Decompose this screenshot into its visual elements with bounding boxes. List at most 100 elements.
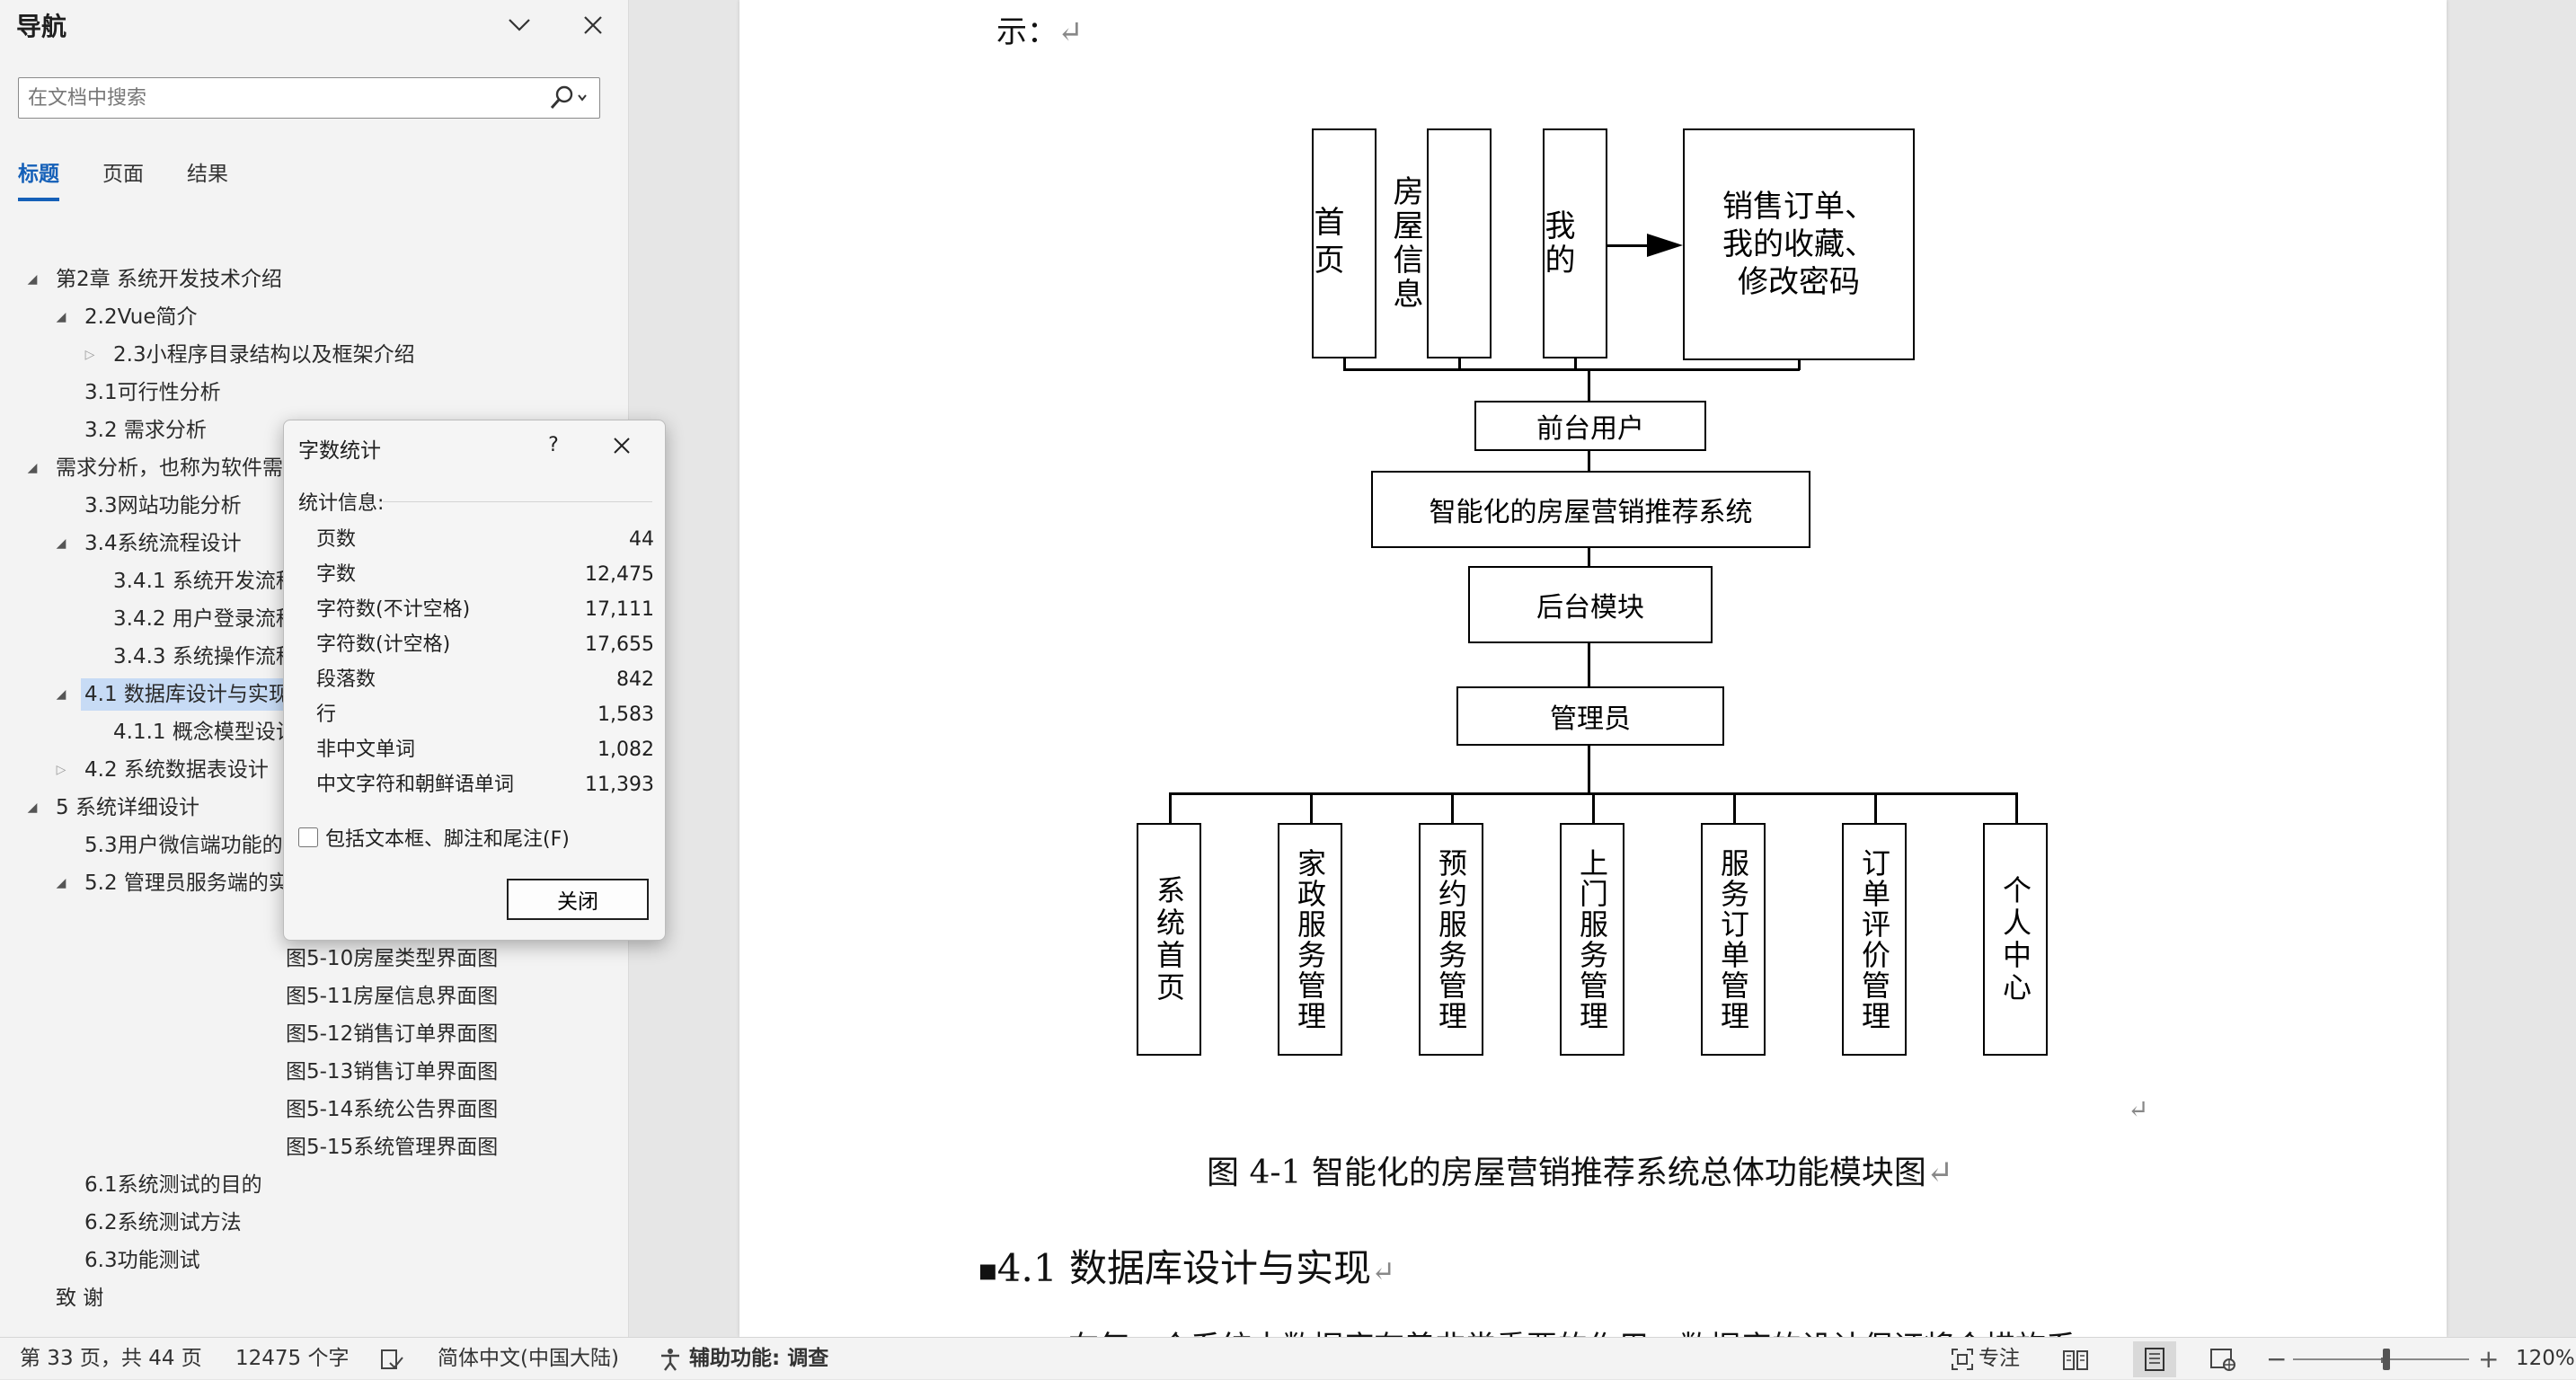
print-layout-icon[interactable] — [2133, 1341, 2176, 1377]
front-user-box: 前台用户 — [1474, 401, 1706, 451]
stat-value: 44 — [629, 528, 654, 551]
expand-icon[interactable]: ▷ — [84, 348, 95, 362]
stat-value: 17,655 — [585, 633, 654, 656]
collapse-icon[interactable]: ◢ — [56, 876, 66, 890]
box-label: 订单评价管理 — [1857, 847, 1891, 1031]
close-icon[interactable] — [604, 428, 640, 464]
tree-item[interactable]: 3.4.2 用户登录流程 — [113, 607, 297, 631]
focus-icon[interactable] — [1948, 1345, 1977, 1374]
search-input[interactable] — [28, 84, 531, 112]
section-heading: ■4.1 数据库设计与实现↵ — [978, 1238, 1395, 1293]
search-icon — [550, 85, 587, 109]
paragraph-mark: ↵ — [1925, 1154, 1954, 1191]
module-box-personal-center: 个人中心 — [1983, 823, 2048, 1056]
connector — [2015, 792, 2018, 824]
arrow-head-icon — [1647, 234, 1683, 257]
collapse-icon[interactable]: ◢ — [27, 272, 38, 287]
stat-label: 字符数(计空格) — [316, 633, 451, 656]
expand-icon[interactable]: ▷ — [56, 763, 66, 777]
collapse-icon[interactable]: ◢ — [56, 310, 66, 324]
connector — [1310, 792, 1313, 824]
tree-item[interactable]: 第2章 系统开发技术介绍 — [56, 268, 282, 291]
tree-item[interactable]: 3.4.3 系统操作流程 — [113, 645, 297, 668]
close-icon[interactable] — [575, 7, 611, 43]
tree-item[interactable]: 图5-11房屋信息界面图 — [286, 985, 499, 1008]
word-count-status[interactable]: 12475 个字 — [235, 1347, 350, 1370]
paragraph-mark: ↵ — [1058, 14, 1084, 50]
module-box-door-service: 上门服务管理 — [1560, 823, 1624, 1056]
zoom-thumb[interactable] — [2383, 1349, 2390, 1370]
body-text: 示：↵ — [996, 7, 1084, 51]
arrow-line — [1607, 244, 1654, 247]
chevron-down-icon[interactable] — [501, 7, 537, 43]
web-layout-icon[interactable] — [2209, 1345, 2237, 1374]
paragraph-mark: ↵ — [2128, 1094, 2149, 1124]
tree-item[interactable]: 3.4系统流程设计 — [84, 532, 242, 555]
help-icon[interactable]: ? — [548, 434, 559, 456]
tree-item[interactable]: 4.1.1 概念模型设计 — [113, 721, 297, 744]
tree-item-selected[interactable]: 4.1 数据库设计与实现 — [81, 678, 293, 711]
tree-item[interactable]: 图5-13销售订单界面图 — [286, 1060, 499, 1084]
zoom-in-button[interactable]: + — [2478, 1344, 2500, 1374]
admin-box: 管理员 — [1456, 686, 1724, 746]
tree-item[interactable]: 5.2 管理员服务端的实 — [84, 871, 289, 895]
tree-item[interactable]: 6.2系统测试方法 — [84, 1211, 242, 1234]
box-label: 房屋信息 — [1387, 175, 1423, 312]
tree-item[interactable]: 致 谢 — [56, 1287, 104, 1310]
zoom-level[interactable]: 120% — [2516, 1347, 2575, 1370]
tree-item[interactable]: 5.3用户微信端功能的实 — [84, 834, 304, 857]
page-count[interactable]: 第 33 页，共 44 页 — [20, 1347, 202, 1370]
include-textboxes-option[interactable]: 包括文本框、脚注和尾注(F) — [298, 823, 570, 852]
module-box-service-orders: 服务订单管理 — [1701, 823, 1766, 1056]
accessibility-status[interactable]: 辅助功能: 调查 — [689, 1347, 829, 1370]
document-area[interactable]: 示：↵ 首页 房屋信息 我的 销售订单、 我的收藏、 修改密码 — [629, 0, 2576, 1337]
collapse-icon[interactable]: ◢ — [27, 461, 38, 475]
tree-item[interactable]: 图5-14系统公告界面图 — [286, 1098, 499, 1121]
tree-item[interactable]: 4.2 系统数据表设计 — [84, 758, 269, 782]
search-options-button[interactable] — [544, 82, 594, 114]
read-mode-icon[interactable] — [2061, 1345, 2090, 1374]
heading-text: 4.1 数据库设计与实现 — [996, 1246, 1371, 1290]
tree-item[interactable]: 图5-12销售订单界面图 — [286, 1022, 499, 1046]
tree-item[interactable]: 图5-15系统管理界面图 — [286, 1136, 499, 1159]
tree-item[interactable]: 5 系统详细设计 — [56, 796, 199, 819]
collapse-icon[interactable]: ◢ — [56, 536, 66, 551]
module-box-house-info: 房屋信息 — [1387, 128, 1492, 358]
stat-row: 字符数(计空格) 17,655 — [316, 628, 654, 662]
module-box-housekeeping: 家政服务管理 — [1278, 823, 1342, 1056]
tab-results[interactable]: 结果 — [187, 163, 228, 186]
tree-item[interactable]: 图5-10房屋类型界面图 — [286, 947, 499, 970]
proofing-icon[interactable] — [377, 1345, 406, 1374]
accessibility-icon[interactable] — [656, 1345, 685, 1374]
tree-item[interactable]: 6.1系统测试的目的 — [84, 1173, 262, 1197]
tree-item[interactable]: 2.2Vue简介 — [84, 305, 198, 329]
stat-label: 页数 — [316, 528, 357, 551]
tree-item[interactable]: 2.3小程序目录结构以及框架介绍 — [113, 343, 415, 367]
box-label: 家政服务管理 — [1293, 847, 1327, 1031]
box-label: 服务订单管理 — [1716, 847, 1750, 1031]
include-textboxes-checkbox[interactable] — [298, 827, 318, 847]
document-page[interactable]: 示：↵ 首页 房屋信息 我的 销售订单、 我的收藏、 修改密码 — [739, 0, 2447, 1337]
tab-pages[interactable]: 页面 — [102, 163, 144, 186]
close-button[interactable]: 关闭 — [507, 879, 649, 920]
tree-item[interactable]: 3.4.1 系统开发流程 — [113, 570, 297, 593]
collapse-icon[interactable]: ◢ — [27, 801, 38, 815]
zoom-slider[interactable] — [2293, 1338, 2469, 1380]
tree-item[interactable]: 需求分析，也称为软件需 — [56, 456, 283, 480]
focus-mode[interactable]: 专注 — [1978, 1347, 2020, 1370]
dialog-title: 字数统计 — [298, 439, 381, 463]
language-status[interactable]: 简体中文(中国大陆) — [438, 1347, 619, 1370]
tree-item[interactable]: 3.3网站功能分析 — [84, 494, 242, 518]
box-label: 我的 — [1539, 209, 1575, 278]
tree-item[interactable]: 6.3功能测试 — [84, 1249, 200, 1272]
tab-headings[interactable]: 标题 — [18, 156, 59, 201]
box-label: 预约服务管理 — [1434, 847, 1468, 1031]
tree-item[interactable]: 3.2 需求分析 — [84, 419, 207, 442]
collapse-icon[interactable]: ◢ — [56, 687, 66, 702]
connector — [1588, 368, 1590, 401]
tree-item[interactable]: 3.1可行性分析 — [84, 381, 221, 404]
stat-value: 11,393 — [585, 774, 654, 796]
zoom-out-button[interactable]: − — [2266, 1344, 2288, 1374]
connector — [1588, 643, 1590, 686]
